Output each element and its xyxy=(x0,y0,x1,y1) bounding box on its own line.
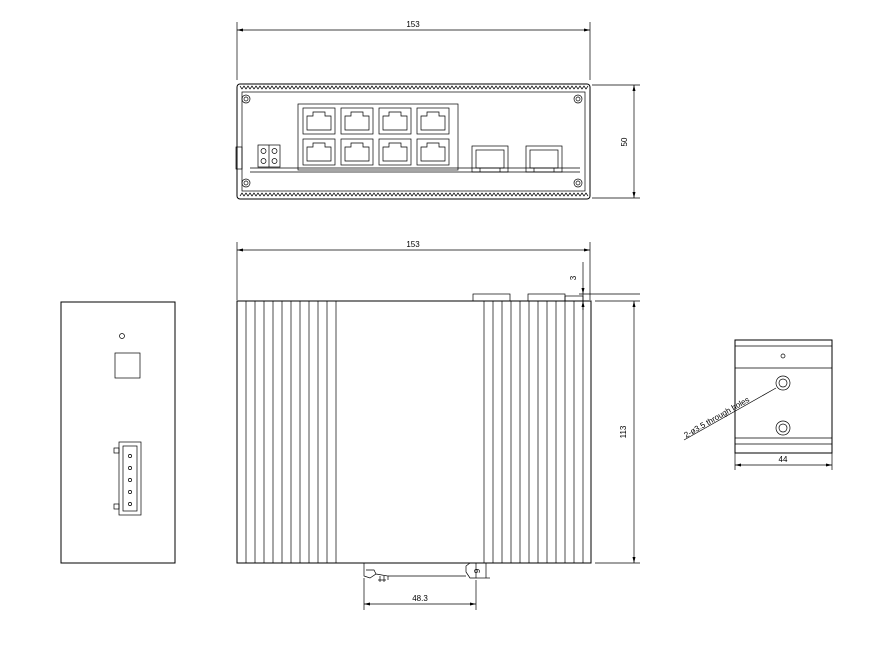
cooling-fins-bottom xyxy=(239,192,589,197)
mounting-hole xyxy=(775,375,791,391)
rj45-port xyxy=(416,107,450,135)
housing-side xyxy=(236,300,592,564)
rj45-port xyxy=(416,138,450,166)
offset-3-label: 3 xyxy=(569,275,578,280)
sfp-cage-protrusion xyxy=(472,293,511,302)
terminal-pin xyxy=(128,466,132,470)
side-panel xyxy=(60,301,176,564)
bracket-width-dimension: 44 xyxy=(734,453,833,470)
power-terminal-block xyxy=(235,144,281,170)
corner-screw xyxy=(573,178,583,188)
heatsink-fins-left xyxy=(245,301,337,563)
top-width-label: 153 xyxy=(406,20,420,29)
offset-3-dimension: 3 xyxy=(569,262,640,310)
bracket-view: 2-ø3.5 through holes 44 xyxy=(683,339,833,470)
din-bracket xyxy=(734,339,833,454)
hole-note: 2-ø3.5 through holes xyxy=(683,395,751,440)
side-view xyxy=(60,301,176,564)
leader-line xyxy=(683,387,777,441)
housing-outline xyxy=(236,83,591,200)
rj45-port xyxy=(302,138,336,166)
top-height-label: 50 xyxy=(620,137,629,146)
front-width-label: 153 xyxy=(406,240,420,249)
rail-width-dimension: 48.3 xyxy=(363,578,477,610)
rj45-port xyxy=(302,107,336,135)
corner-screw xyxy=(241,94,251,104)
corner-screw xyxy=(573,94,583,104)
mounting-hole xyxy=(775,420,791,436)
front-view: 153 3 113 xyxy=(236,240,640,610)
top-width-dimension: 153 xyxy=(236,20,591,80)
rail-width-label: 48.3 xyxy=(412,594,428,603)
din-rail-clip xyxy=(363,562,477,582)
rail-offset-dimension: 9 xyxy=(473,562,490,579)
corner-screw xyxy=(241,178,251,188)
sfp-port xyxy=(471,145,509,173)
heatsink-fins-right xyxy=(483,301,584,563)
sfp-port xyxy=(525,145,563,173)
rj45-port-block xyxy=(297,103,459,171)
terminal-pin xyxy=(128,478,132,482)
terminal-pin xyxy=(128,502,132,506)
status-led-indicator xyxy=(119,333,125,339)
rj45-port xyxy=(378,107,412,135)
front-width-dimension: 153 xyxy=(236,240,591,300)
rj45-port xyxy=(340,107,374,135)
rj45-ports xyxy=(302,107,450,166)
top-view: 153 50 xyxy=(235,20,640,200)
reset-button-outline xyxy=(114,352,141,379)
bracket-pin-hole xyxy=(780,353,786,359)
terminal-pin xyxy=(128,490,132,494)
top-height-dimension: 50 xyxy=(592,84,640,199)
front-panel-frame xyxy=(241,91,586,192)
cooling-fins-top xyxy=(239,85,589,90)
rail-offset-label: 9 xyxy=(473,568,482,573)
terminal-pin xyxy=(128,454,132,458)
front-height-dimension: 113 xyxy=(595,300,640,564)
bracket-width-label: 44 xyxy=(779,455,788,464)
rj45-port xyxy=(378,138,412,166)
rj45-port xyxy=(340,138,374,166)
sfp-cage-protrusion xyxy=(527,293,566,302)
front-height-label: 113 xyxy=(619,425,628,438)
terminal-connector xyxy=(113,441,142,516)
